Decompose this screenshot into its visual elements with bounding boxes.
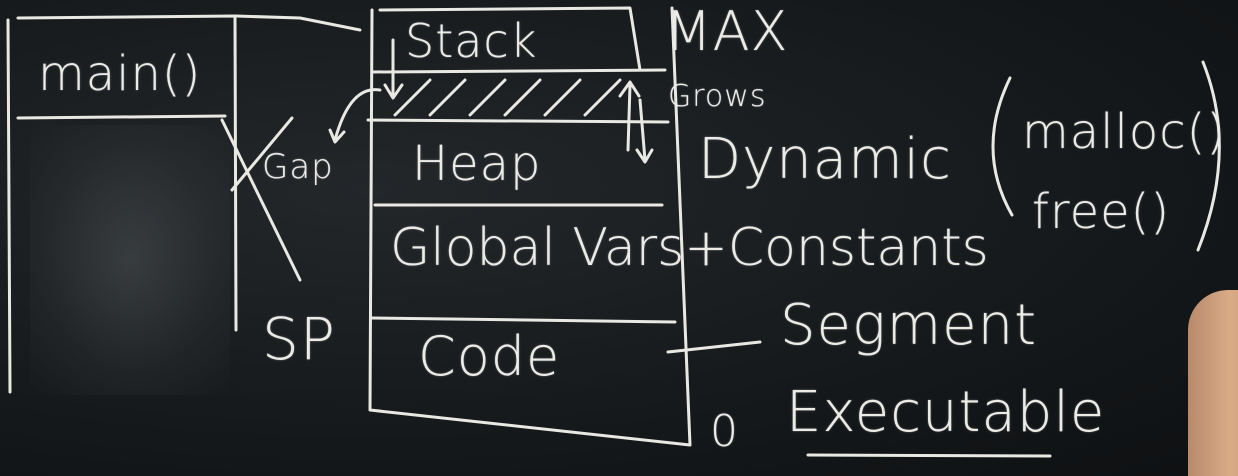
code-label: Code: [418, 325, 561, 388]
grow-arrow-down: [383, 38, 404, 100]
gap-hatch: [393, 78, 622, 117]
malloc-label: malloc(): [1022, 104, 1227, 160]
stack-label: Stack: [405, 14, 538, 68]
main-frame: [6, 18, 12, 394]
executable-label: Executable: [786, 380, 1106, 445]
sp-label: SP: [262, 305, 336, 373]
memory-column: [368, 6, 692, 447]
grow-arrow-up: [618, 80, 641, 152]
max-label: MAX: [665, 0, 789, 63]
free-label: free(): [1032, 184, 1171, 240]
segment-label: Segment: [780, 293, 1038, 358]
eraser-smudge: [30, 125, 230, 395]
zero-label: 0: [710, 406, 739, 457]
heap-label: Heap: [412, 136, 542, 192]
main-label: main(): [38, 46, 202, 102]
person-edge: [1188, 290, 1238, 476]
gap-label: Gap: [262, 147, 334, 187]
global-vars-label: Global Vars+Constants: [390, 218, 989, 278]
dynamic-label: Dynamic: [698, 127, 952, 192]
grows-label: Grows: [668, 79, 767, 114]
